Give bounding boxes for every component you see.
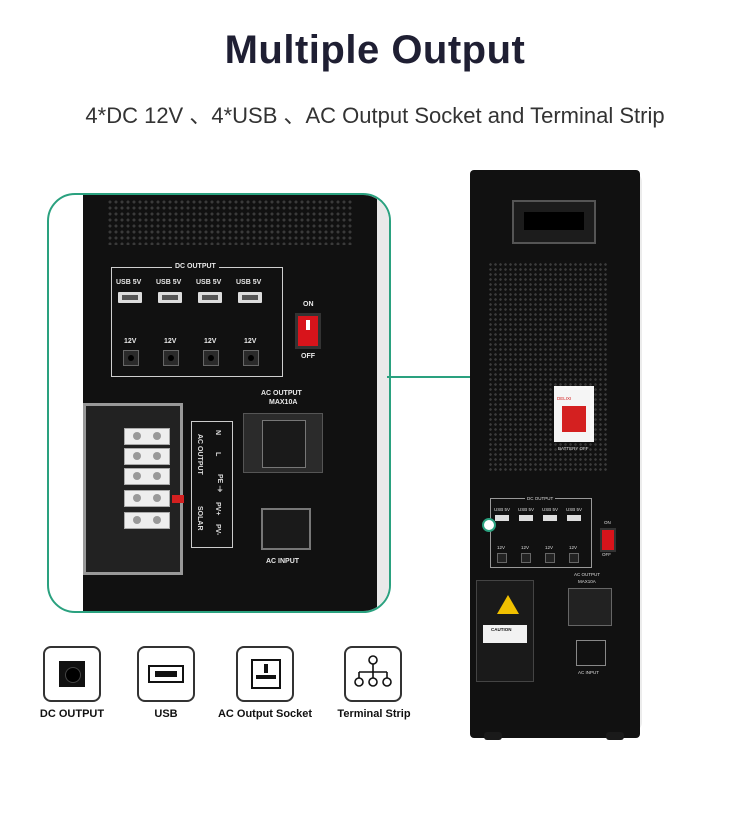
zoom-terminal-block-5 [124,512,170,529]
warning-triangle-icon [497,595,519,614]
zoom-ac-input-socket [261,508,311,550]
zoom-solar-side-label: SOLAR [196,506,203,531]
device-usb-label-3: USB 5V [542,507,559,512]
device-switch-on-label: ON [604,520,611,525]
terminal-strip-feature-icon-box [344,646,402,702]
device-usb-label-1: USB 5V [494,507,511,512]
device-dc-jack-1 [497,553,507,563]
device-caution-label: CAUTION [483,625,527,643]
usb-icon [148,665,184,683]
zoom-dc-label-3: 12V [204,338,217,345]
device-dc-jack-2 [521,553,531,563]
zoom-panel: DC OUTPUT USB 5V USB 5V USB 5V USB 5V 12… [47,193,391,613]
zoom-panel-side [377,195,389,611]
zoom-dc-output-group: DC OUTPUT USB 5V USB 5V USB 5V USB 5V 12… [111,263,283,377]
zoom-terminal-block-1 [124,428,170,445]
device-dc-jack-4 [569,553,579,563]
terminal-strip-feature-label: Terminal Strip [337,708,411,720]
zoom-terminal-label-n: N [214,430,221,436]
zoom-dc-jack-2 [163,350,179,366]
dc-output-feature-icon-box [43,646,101,702]
usb-feature-label: USB [154,708,178,720]
device-ac-output-label: AC OUTPUT [574,572,601,577]
zoom-terminal-strip [83,403,184,575]
zoom-usb-port-1 [118,292,142,303]
zoom-terminal-block-3 [124,468,170,485]
device-photo: BATTERY ON DELIXI BATTERY OFF DC OUTPUT … [470,170,640,740]
ac-socket-icon [251,659,281,689]
connector-line-horizontal [387,376,487,378]
ac-socket-feature-label: AC Output Socket [217,708,313,720]
zoom-usb-label-1: USB 5V [116,279,142,286]
device-usb-label-2: USB 5V [518,507,535,512]
zoom-usb-label-2: USB 5V [156,279,182,286]
zoom-dc-output-label: DC OUTPUT [172,263,219,270]
connector-dot [482,518,496,532]
page-subtitle: 4*DC 12V 、4*USB 、AC Output Socket and Te… [85,103,665,128]
zoom-terminal-block-2 [124,448,170,465]
device-dc-jack-3 [545,553,555,563]
zoom-power-switch [295,313,321,349]
zoom-dc-label-4: 12V [244,338,257,345]
zoom-terminal-label-pv-plus: PV+ [214,502,221,516]
device-usb-port-1 [495,515,509,521]
device-usb-port-2 [519,515,533,521]
zoom-ac-output-socket [243,413,323,473]
ac-socket-feature-icon-box [236,646,294,702]
zoom-terminal-labels: N L PE ⏚ PV+ PV- AC OUTPUT SOLAR [191,421,233,548]
device-breaker-brand: DELIXI [557,396,572,401]
zoom-ac-output-label: AC OUTPUT [261,390,302,397]
page-title: Multiple Output [224,28,526,72]
device-foot-left [484,732,502,740]
device-battery-off-label: BATTERY OFF [558,446,589,451]
device-dc-label-3: 12V [545,545,554,550]
zoom-dc-label-1: 12V [124,338,137,345]
zoom-terminal-label-pv-minus: PV- [214,524,221,536]
device-foot-right [606,732,624,740]
zoom-usb-port-3 [198,292,222,303]
usb-feature-icon-box [137,646,195,702]
device-battery-breaker: DELIXI [554,386,594,442]
device-dc-output-group: DC OUTPUT USB 5V USB 5V USB 5V USB 5V 12… [490,496,592,568]
zoom-dc-jack-4 [243,350,259,366]
zoom-terminal-block-4 [124,490,170,507]
device-ac-output-socket [568,588,612,626]
zoom-usb-label-3: USB 5V [196,279,222,286]
zoom-switch-off-label: OFF [301,353,315,360]
device-dc-label-2: 12V [521,545,530,550]
zoom-ac-input-label: AC INPUT [266,558,300,565]
zoom-vent-grille [107,199,353,245]
device-ac-input-socket [576,640,606,666]
device-power-switch [600,528,616,552]
zoom-dc-label-2: 12V [164,338,177,345]
device-dc-label-4: 12V [569,545,578,550]
device-warning-panel: CAUTION [476,580,534,682]
device-caution-text: CAUTION [491,627,512,632]
zoom-ac-output-side-label: AC OUTPUT [196,434,203,475]
device-usb-port-4 [567,515,581,521]
device-usb-label-4: USB 5V [566,507,583,512]
zoom-usb-label-4: USB 5V [236,279,262,286]
zoom-terminal-label-pe: PE ⏚ [216,474,223,493]
dc-output-feature-label: DC OUTPUT [39,708,105,720]
zoom-ac-output-rating: MAX10A [269,399,298,406]
zoom-switch-on-label: ON [303,301,314,308]
zoom-terminal-label-l: L [214,452,221,457]
zoom-panel-front: DC OUTPUT USB 5V USB 5V USB 5V USB 5V 12… [83,195,377,611]
zoom-usb-port-2 [158,292,182,303]
zoom-usb-port-4 [238,292,262,303]
dc-output-icon [59,661,85,687]
terminal-strip-icon [354,655,392,687]
device-ac-input-label: AC INPUT [578,670,600,675]
device-dc-label-1: 12V [497,545,506,550]
device-ac-output-rating: MAX10A [578,579,596,584]
zoom-dc-jack-3 [203,350,219,366]
device-switch-off-label: OFF [602,552,611,557]
device-handle [512,200,596,244]
device-usb-port-3 [543,515,557,521]
zoom-terminal-red-wire [172,495,184,503]
device-dc-output-label: DC OUTPUT [525,496,556,501]
zoom-dc-jack-1 [123,350,139,366]
